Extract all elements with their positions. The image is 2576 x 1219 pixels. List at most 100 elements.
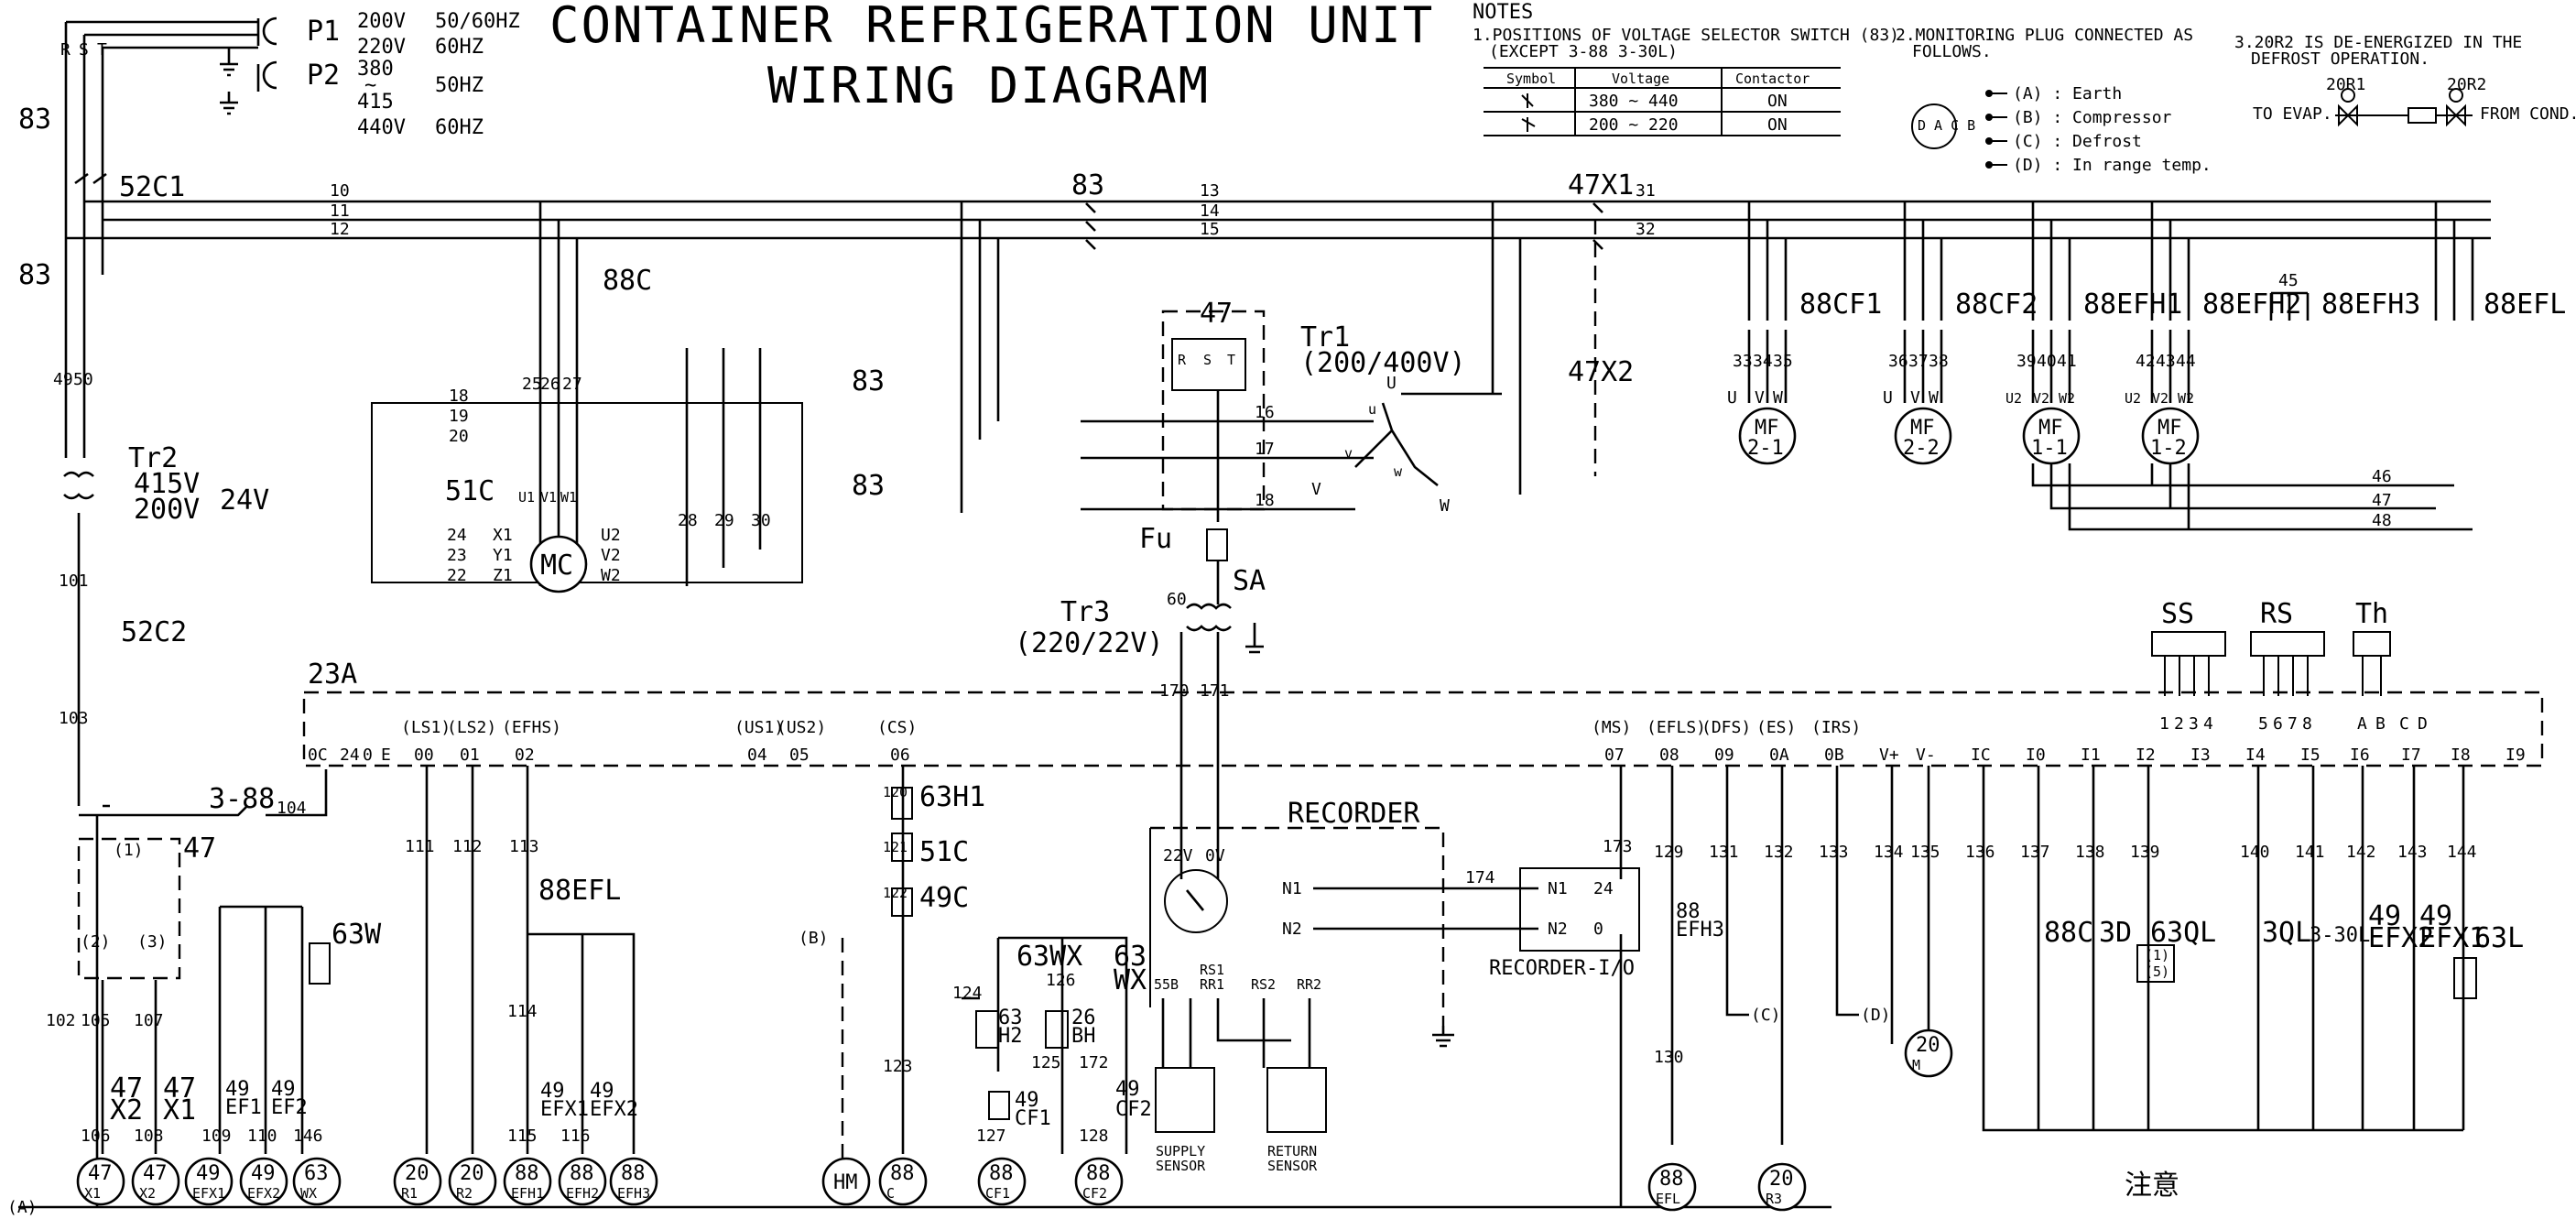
wire-143: 143: [2397, 843, 2428, 862]
mf11-name: MF: [2038, 417, 2063, 440]
wire-136: 136: [1965, 843, 1995, 862]
relay-coil-suffix: EFH2: [566, 1185, 599, 1202]
pin-1: 1: [2159, 714, 2169, 734]
contactor-88cf2-label: 88CF2: [1955, 288, 2038, 321]
note1-row1-voltage: 380 ~ 440: [1589, 92, 1679, 111]
controller-terminal-code: I1: [2081, 746, 2101, 765]
dev-47x1-bot: X1: [163, 1094, 196, 1126]
pin-7: 7: [2288, 714, 2298, 734]
box63ql-term-5: (5): [2145, 963, 2169, 980]
wire-46: 46: [2372, 467, 2392, 486]
recorder-term-rr1: RR1: [1200, 976, 1224, 993]
wire-130: 130: [1654, 1048, 1684, 1067]
relay-coil-number: 88: [515, 1162, 539, 1185]
tr1-term-u-lower: u: [1368, 401, 1376, 418]
controller-terminal-code: 0C: [308, 746, 328, 765]
wire-128: 128: [1079, 1126, 1109, 1146]
relay-coil: [1074, 1157, 1124, 1206]
sensor-connectors: SS RS Th 1 2 3 4 5 6 7 8 A B C D: [2151, 598, 2428, 734]
p2-volt-3: 415: [357, 91, 394, 114]
note1-row2-voltage: 200 ~ 220: [1589, 115, 1679, 135]
th-label: Th: [2355, 598, 2388, 630]
controller-terminal-function: (LS2): [447, 718, 496, 737]
p1-freq-2: 60HZ: [435, 36, 484, 59]
controller-terminal-function: (DFS): [1701, 718, 1751, 737]
mf12-term-w2: W2: [2178, 390, 2194, 407]
controller-terminal-function: (US2): [777, 718, 826, 737]
wire-102: 102: [46, 1011, 76, 1030]
dev-49cf2-top: 49: [1115, 1078, 1140, 1101]
wire-113: 113: [509, 837, 539, 856]
wire-25: 25: [522, 375, 542, 394]
wire-144: 144: [2447, 843, 2477, 862]
mc-term-u1: U1: [518, 489, 535, 506]
wire-103: 103: [59, 709, 89, 728]
dev-49cf1-bot: CF1: [1015, 1107, 1051, 1130]
dev-49efx1b-top: 49: [2419, 900, 2452, 932]
wire-170: 170: [1159, 681, 1190, 701]
note1-th-voltage: Voltage: [1612, 71, 1669, 87]
to-evap-label: TO EVAP.: [2253, 104, 2332, 124]
note1-row1-contactor: ON: [1767, 92, 1788, 111]
monitor-plug-icon: [1911, 103, 1957, 149]
tr2-name: Tr2: [128, 442, 178, 474]
wire-44: 44: [2176, 352, 2196, 371]
phase-relay-t: T: [1227, 352, 1235, 368]
recorder-label: RECORDER: [1288, 798, 1420, 830]
relay-coil-number: 88: [1659, 1168, 1684, 1191]
recorder-term-22v: 22V: [1163, 846, 1193, 865]
power-plugs: P1 P2 200V 50/60HZ 220V 60HZ 380 ~ 50HZ …: [60, 10, 520, 139]
control-circuits: 102 (A) (1) (2) (3) 47 105 107 47 X2 47 …: [7, 766, 1831, 1217]
coil-row: 47X147X249EFX149EFX263WX20R120R288EFH188…: [76, 1029, 1953, 1212]
wire-104: 104: [277, 799, 307, 818]
wire-133: 133: [1819, 843, 1849, 862]
dev-47x2-bot: X2: [110, 1094, 143, 1126]
wire-124: 124: [952, 984, 983, 1003]
wire-33: 33: [1733, 352, 1753, 371]
note2-line1: 2.MONITORING PLUG CONNECTED AS: [1896, 26, 2193, 45]
relay-coil-number: 47: [143, 1162, 168, 1185]
phase-relay-r: R: [1178, 352, 1187, 368]
dev-3d: 3D: [2099, 917, 2132, 949]
box-term-2: (2): [81, 932, 111, 952]
relay-coil-suffix: R1: [401, 1185, 418, 1202]
p2-volt-4: 440V: [357, 116, 406, 139]
note1-th-contactor: Contactor: [1735, 71, 1810, 87]
wire-138: 138: [2075, 843, 2105, 862]
mf21-sub: 2-1: [1747, 437, 1784, 460]
wire-171: 171: [1200, 681, 1230, 701]
mf22-term-u: U: [1883, 388, 1893, 408]
pin-6: 6: [2273, 714, 2283, 734]
controller-terminal-code: 0A: [1769, 746, 1789, 765]
wire-37: 37: [1908, 352, 1929, 371]
relay-coil-number: 49: [196, 1162, 221, 1185]
wire-19: 18: [449, 386, 469, 406]
wire-12: 12: [330, 220, 350, 239]
recorder-block: RECORDER 22V 0V N1 N2 174 55B RS1 RR1 RS…: [1149, 766, 1640, 1207]
wire-11: 11: [330, 201, 350, 221]
wire-48: 48: [2372, 511, 2392, 530]
p1-freq-1: 50/60HZ: [435, 10, 520, 33]
dev-63l: 63L: [2474, 922, 2524, 954]
mc-term-v1: V1: [540, 489, 557, 506]
tr1-name: Tr1: [1300, 321, 1350, 354]
controller-terminal-code: 02: [515, 746, 535, 765]
wire-29: 29: [714, 511, 734, 530]
wire-40: 40: [2037, 352, 2057, 371]
notes-panel: NOTES 1.POSITIONS OF VOLTAGE SELECTOR SW…: [1473, 1, 2576, 175]
relay-coil-suffix: EFH3: [617, 1185, 650, 1202]
wire-112: 112: [452, 837, 483, 856]
wire-139: 139: [2130, 843, 2160, 862]
mf21-term-v: V: [1755, 388, 1765, 408]
relay-coil-number: 63: [304, 1162, 329, 1185]
dev-49cf2-bot: CF2: [1115, 1098, 1152, 1121]
controller-terminal-code: 00: [414, 746, 434, 765]
tr1-term-w-lower: w: [1394, 463, 1403, 480]
contactor-88efh3-label: 88EFH3: [2321, 288, 2420, 321]
p2-volt-1: 380: [357, 58, 394, 81]
wire-131: 131: [1709, 843, 1739, 862]
wire-116: 116: [560, 1126, 591, 1146]
relay-coil-suffix: EFL: [1656, 1191, 1680, 1207]
dev-49efx1-top: 49: [540, 1080, 565, 1103]
